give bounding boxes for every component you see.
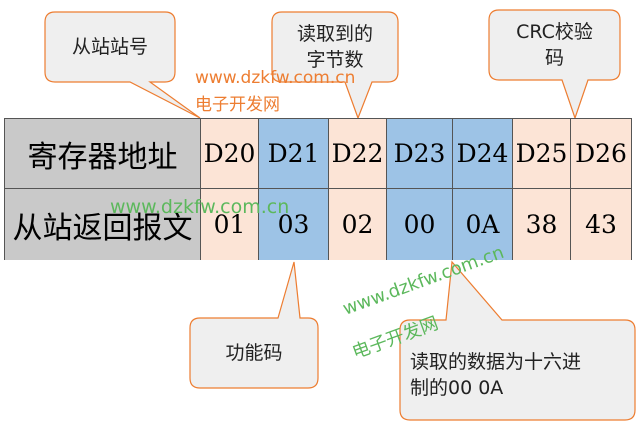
value-cell: 43 xyxy=(571,189,632,260)
address-cell: D20 xyxy=(201,119,259,189)
watermark-url: www.dzkfw.com.cn xyxy=(195,68,356,88)
row-label: 从站返回报文 xyxy=(5,189,201,260)
value-cell: 03 xyxy=(259,189,329,260)
watermark-url: www.dzkfw.com.cn xyxy=(110,196,290,218)
value-cell: 00 xyxy=(387,189,453,260)
address-cell: D22 xyxy=(329,119,387,189)
callout-text: 字节数 xyxy=(306,49,364,71)
callout-text: 功能码 xyxy=(225,342,283,364)
callout-text: 读取到的 xyxy=(296,23,373,45)
callout-byte-count-shape xyxy=(271,11,399,120)
callout-crc-shape xyxy=(488,9,621,120)
callout-function-code: 功能码 xyxy=(190,318,318,388)
callout-text: CRC校验 xyxy=(516,21,593,43)
callout-data: 读取的数据为十六进制的00 0A xyxy=(400,340,635,410)
value-cell: 02 xyxy=(329,189,387,260)
callout-byte-count: 读取到的字节数 xyxy=(272,12,398,82)
address-cell: D25 xyxy=(513,119,571,189)
callout-data-shape xyxy=(399,260,636,421)
address-cell: D26 xyxy=(571,119,632,189)
callout-text: 码 xyxy=(544,47,564,69)
callout-slave-id: 从站站号 xyxy=(45,12,175,82)
callout-slave-id-text: 从站站号 xyxy=(71,36,148,58)
callout-text: 制的00 0A xyxy=(410,377,504,399)
callout-crc: CRC校验码 xyxy=(489,10,620,80)
value-cell: 38 xyxy=(513,189,571,260)
watermark-name: 电子开发网 xyxy=(195,95,280,115)
address-cell: D21 xyxy=(259,119,329,189)
value-cell: 0A xyxy=(453,189,513,260)
address-cell: D23 xyxy=(387,119,453,189)
callout-function-code-shape xyxy=(189,261,319,389)
row-label: 寄存器地址 xyxy=(5,119,201,189)
value-cell: 01 xyxy=(201,189,259,260)
address-cell: D24 xyxy=(453,119,513,189)
callout-slave-id-shape xyxy=(44,11,201,119)
callout-text: 读取的数据为十六进 xyxy=(410,351,582,373)
